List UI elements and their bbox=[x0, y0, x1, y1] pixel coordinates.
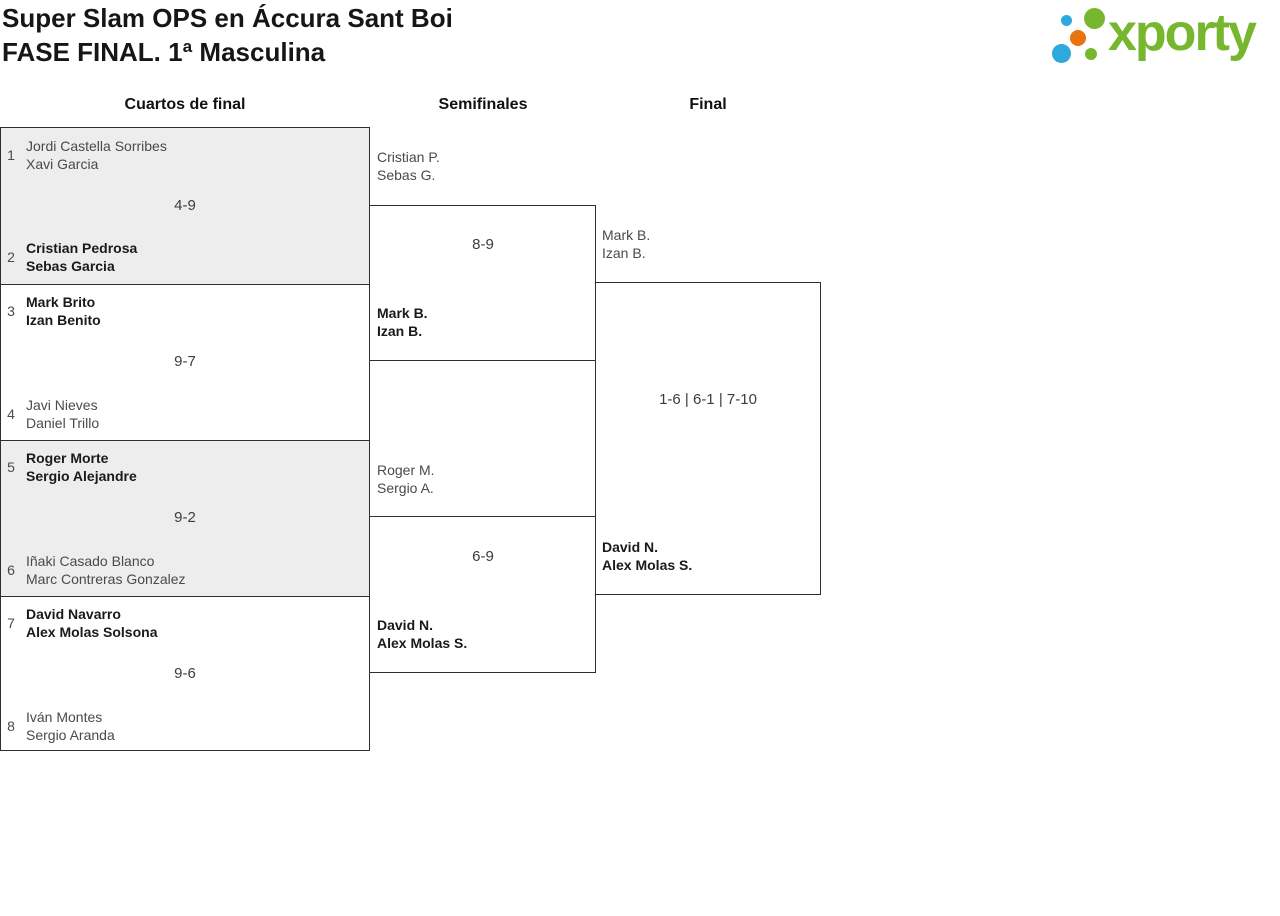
player-name: Izan B. bbox=[377, 323, 423, 339]
logo-dot-blue-small-icon bbox=[1061, 15, 1072, 26]
match-score-sf1: 8-9 bbox=[472, 236, 494, 253]
seed-number: 6 bbox=[7, 562, 15, 578]
column-header-cuartos: Cuartos de final bbox=[124, 96, 246, 113]
seed-number: 1 bbox=[7, 147, 15, 163]
player-name: Izan B. bbox=[602, 245, 646, 261]
logo-dot-orange-icon bbox=[1070, 30, 1086, 46]
player-name: David Navarro bbox=[26, 606, 121, 622]
player-name: Mark B. bbox=[602, 227, 651, 243]
team-qf4-bottom: Iván Montes Sergio Aranda bbox=[26, 708, 115, 744]
seed-number: 2 bbox=[7, 249, 15, 265]
match-box-qf-4 bbox=[0, 596, 370, 751]
team-sf1-top: Cristian P. Sebas G. bbox=[377, 148, 440, 184]
match-score-qf3: 9-2 bbox=[174, 509, 196, 526]
player-name: Sebas G. bbox=[377, 167, 436, 183]
player-name: Javi Nieves bbox=[26, 397, 98, 413]
match-score-qf2: 9-7 bbox=[174, 353, 196, 370]
player-name: Alex Molas S. bbox=[377, 635, 468, 651]
player-name: Roger Morte bbox=[26, 450, 109, 466]
team-qf1-bottom: Cristian Pedrosa Sebas Garcia bbox=[26, 239, 137, 275]
column-header-semifinales: Semifinales bbox=[438, 96, 528, 113]
player-name: Mark B. bbox=[377, 305, 428, 321]
team-sf2-bottom: David N. Alex Molas S. bbox=[377, 616, 467, 652]
xporty-logo[interactable]: xporty bbox=[1050, 0, 1278, 76]
page-title: Super Slam OPS en Áccura Sant Boi FASE F… bbox=[2, 1, 453, 69]
logo-dot-blue-large-icon bbox=[1052, 44, 1071, 63]
match-box-qf-1 bbox=[0, 127, 370, 285]
player-name: David N. bbox=[377, 617, 434, 633]
team-sf1-bottom: Mark B. Izan B. bbox=[377, 304, 428, 340]
player-name: Cristian Pedrosa bbox=[26, 240, 138, 256]
column-header-final: Final bbox=[689, 96, 727, 113]
match-box-qf-2 bbox=[0, 284, 370, 441]
match-score-qf4: 9-6 bbox=[174, 665, 196, 682]
match-box-final bbox=[595, 282, 821, 595]
player-name: Alex Molas S. bbox=[602, 557, 693, 573]
team-final-top: Mark B. Izan B. bbox=[602, 226, 650, 262]
tournament-name: Super Slam OPS en Áccura Sant Boi bbox=[2, 3, 453, 33]
player-name: Roger M. bbox=[377, 462, 435, 478]
team-final-bottom: David N. Alex Molas S. bbox=[602, 538, 692, 574]
player-name: Iván Montes bbox=[26, 709, 103, 725]
player-name: Mark Brito bbox=[26, 294, 96, 310]
team-qf2-top: Mark Brito Izan Benito bbox=[26, 293, 101, 329]
team-qf2-bottom: Javi Nieves Daniel Trillo bbox=[26, 396, 99, 432]
team-qf4-top: David Navarro Alex Molas Solsona bbox=[26, 605, 157, 641]
phase-name: FASE FINAL. 1ª Masculina bbox=[2, 37, 326, 67]
match-score-final: 1-6 | 6-1 | 7-10 bbox=[659, 391, 757, 408]
player-name: David N. bbox=[602, 539, 659, 555]
player-name: Sergio Alejandre bbox=[26, 468, 137, 484]
match-score-sf2: 6-9 bbox=[472, 548, 494, 565]
player-name: Daniel Trillo bbox=[26, 415, 100, 431]
team-sf2-top: Roger M. Sergio A. bbox=[377, 461, 435, 497]
team-qf3-top: Roger Morte Sergio Alejandre bbox=[26, 449, 137, 485]
player-name: Cristian P. bbox=[377, 149, 440, 165]
logo-dot-green-small-icon bbox=[1085, 48, 1097, 60]
seed-number: 7 bbox=[7, 615, 15, 631]
xporty-logo-text: xporty bbox=[1108, 4, 1257, 62]
player-name: Alex Molas Solsona bbox=[26, 624, 158, 640]
player-name: Xavi Garcia bbox=[26, 156, 99, 172]
player-name: Marc Contreras Gonzalez bbox=[26, 571, 186, 587]
seed-number: 4 bbox=[7, 406, 15, 422]
player-name: Jordi Castella Sorribes bbox=[26, 138, 167, 154]
seed-number: 8 bbox=[7, 718, 15, 734]
player-name: Sergio Aranda bbox=[26, 727, 115, 743]
match-score-qf1: 4-9 bbox=[174, 197, 196, 214]
player-name: Iñaki Casado Blanco bbox=[26, 553, 155, 569]
player-name: Sebas Garcia bbox=[26, 258, 115, 274]
player-name: Sergio A. bbox=[377, 480, 434, 496]
team-qf1-top: Jordi Castella Sorribes Xavi Garcia bbox=[26, 137, 167, 173]
logo-dot-green-large-icon bbox=[1084, 8, 1105, 29]
seed-number: 3 bbox=[7, 303, 15, 319]
player-name: Izan Benito bbox=[26, 312, 101, 328]
team-qf3-bottom: Iñaki Casado Blanco Marc Contreras Gonza… bbox=[26, 552, 186, 588]
seed-number: 5 bbox=[7, 459, 15, 475]
